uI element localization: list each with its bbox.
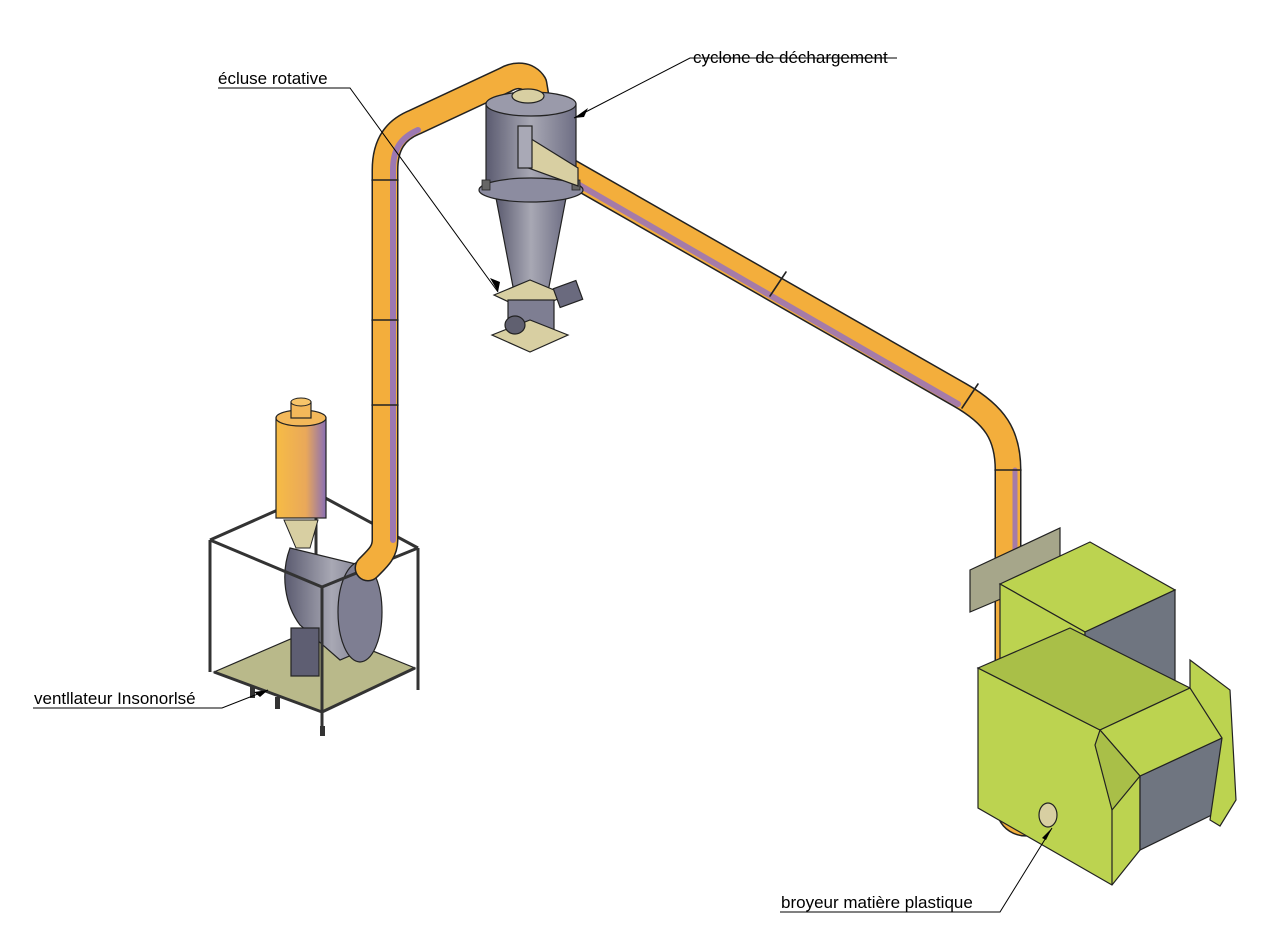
leader-cyclone <box>573 57 897 119</box>
fan-outlet <box>290 627 320 677</box>
arrow-rotary-valve <box>490 278 500 292</box>
shredder-inlet <box>1038 802 1058 828</box>
pipe-shade-diagonal <box>573 180 961 407</box>
valve-motor <box>552 279 584 309</box>
pipe-fan-to-cyclone <box>356 63 548 580</box>
valve-shaft <box>504 315 526 335</box>
cyclone-outlet <box>511 88 545 104</box>
fan-frame-front <box>208 538 420 730</box>
cyclone <box>478 88 584 293</box>
valve-bottom-flange <box>490 319 570 353</box>
leader-lines <box>33 57 1053 913</box>
rotary-valve <box>490 279 584 353</box>
cyclone-cone <box>495 197 567 293</box>
fan-feet <box>250 686 325 736</box>
label-fan: ventllateur Insonorlsé <box>34 689 196 708</box>
fan-silencer <box>275 417 327 519</box>
shredder-front-bevel <box>1094 728 1141 812</box>
cyclone-bracket-left <box>481 179 491 191</box>
fan-silencer-cap-top <box>290 397 312 407</box>
arrow-fan <box>254 690 268 697</box>
cyclone-inlet-flange <box>517 125 533 169</box>
label-shredder: broyeur matière plastique <box>781 893 973 912</box>
fan-inlet-cone <box>283 519 319 549</box>
leader-shredder <box>780 827 1053 913</box>
shredder-motor-guard <box>1189 658 1237 827</box>
conveying-pipe <box>354 62 1064 837</box>
arrow-shredder <box>1042 828 1052 840</box>
leader-fan <box>33 689 269 709</box>
label-cyclone: cyclone de déchargement <box>693 48 888 67</box>
pipe-joints <box>371 179 1022 471</box>
fan-unit <box>208 397 420 736</box>
shredder <box>969 527 1237 886</box>
label-rotary-valve: écluse rotative <box>218 69 328 88</box>
pipe-shade-vertical <box>390 127 421 543</box>
cyclone-flange <box>478 177 584 203</box>
leader-rotary-valve <box>218 87 499 293</box>
arrow-cyclone <box>574 108 588 118</box>
